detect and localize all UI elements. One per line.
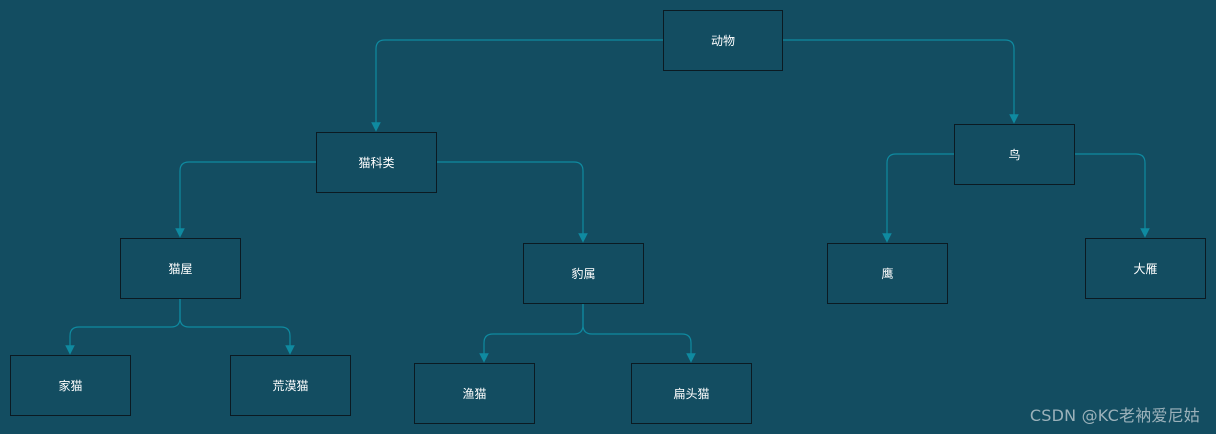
- edge-leopard-genus-to-fishing-cat: [479, 303, 584, 363]
- node-leopard-genus: 豹属: [523, 243, 644, 304]
- node-desert-cat: 荒漠猫: [230, 355, 351, 416]
- node-cat-genus: 猫屋: [120, 238, 241, 299]
- edge-felidae-to-leopard-genus: [436, 161, 588, 243]
- edge-animal-to-felidae: [371, 39, 663, 132]
- node-label: 豹属: [571, 267, 596, 281]
- node-goose: 大雁: [1085, 238, 1206, 299]
- node-label: 荒漠猫: [272, 379, 309, 393]
- node-animal: 动物: [663, 10, 783, 71]
- edge-bird-to-goose: [1074, 153, 1150, 238]
- node-label: 家猫: [58, 379, 83, 393]
- node-bird: 鸟: [954, 124, 1075, 185]
- watermark-text: CSDN @KC老衲爱尼姑: [1029, 406, 1200, 425]
- edge-felidae-to-cat-genus: [175, 161, 316, 238]
- edge-cat-genus-to-house-cat: [65, 298, 181, 355]
- node-label: 猫屋: [168, 262, 193, 276]
- node-label: 动物: [710, 34, 735, 48]
- edge-bird-to-eagle: [882, 153, 954, 243]
- node-label: 扁头猫: [673, 387, 710, 401]
- node-fishing-cat: 渔猫: [414, 363, 535, 424]
- node-label: 鹰: [881, 267, 894, 281]
- node-label: 鸟: [1008, 148, 1021, 162]
- node-felidae: 猫科类: [316, 132, 437, 193]
- edge-cat-genus-to-desert-cat: [179, 298, 295, 355]
- node-label: 渔猫: [462, 387, 487, 401]
- edge-leopard-genus-to-flat-headed-cat: [582, 303, 696, 363]
- node-house-cat: 家猫: [10, 355, 131, 416]
- node-label: 猫科类: [358, 156, 395, 170]
- node-eagle: 鹰: [827, 243, 948, 304]
- node-flat-headed-cat: 扁头猫: [631, 363, 752, 424]
- node-label: 大雁: [1133, 262, 1158, 276]
- edge-animal-to-bird: [783, 39, 1019, 124]
